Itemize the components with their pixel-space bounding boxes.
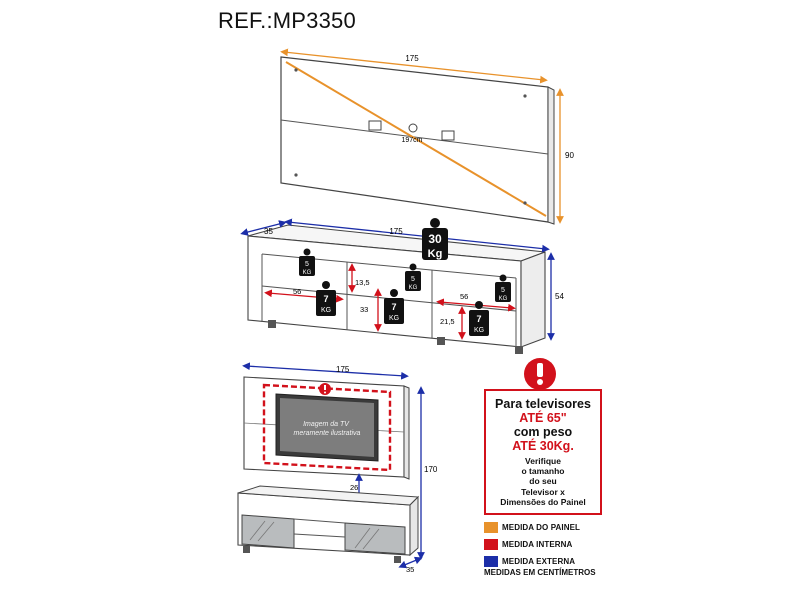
rack-width-arrow (284, 218, 550, 253)
warning-line-5: Verifique (525, 456, 561, 466)
wheel (437, 337, 445, 345)
wheel (394, 556, 401, 563)
svg-text:5: 5 (411, 276, 415, 283)
legend-item-external: MEDIDA EXTERNA (484, 554, 634, 569)
panel-diagonal-line (285, 61, 547, 217)
weight-tag-lower-left: 7 KG (316, 281, 336, 316)
internal-lower-height-label: 21,5 (440, 317, 455, 326)
weight-tag-upper-left: 5 KG (299, 248, 315, 276)
rack-depth-label: 35 (264, 227, 273, 236)
rack-height-label: 54 (555, 292, 564, 301)
rack-side (520, 251, 546, 348)
warning-line-8: Televisor x (521, 486, 565, 497)
svg-text:Kg: Kg (428, 248, 443, 260)
svg-text:KG: KG (474, 327, 484, 334)
outlet-icon (441, 130, 455, 141)
svg-text:7: 7 (323, 294, 328, 304)
legend-label: MEDIDA EXTERNA (502, 557, 576, 566)
weight-tag-upper-right: 5 KG (495, 274, 511, 302)
warning-line-9: Dimensões do Painel (500, 496, 586, 507)
glass-door-right (344, 522, 406, 555)
legend-swatch-orange (484, 522, 498, 533)
measurement-legend: MEDIDA DO PAINEL MEDIDA INTERNA MEDIDA E… (484, 520, 634, 571)
warning-icon (319, 383, 331, 395)
exclamation-icon (524, 358, 556, 390)
warning-line-3: com peso (513, 425, 573, 439)
svg-text:KG: KG (321, 307, 331, 314)
glass-door-left (241, 514, 295, 549)
weight-tag-top: 30 Kg (422, 218, 448, 260)
rack-drawing: 175 35 54 56 56 13,5 33 21,5 30 Kg 5 KG (240, 218, 564, 354)
svg-text:KG: KG (389, 315, 399, 322)
internal-right-width-label: 56 (460, 292, 468, 301)
front-width-label: 175 (336, 365, 350, 374)
svg-text:5: 5 (305, 261, 309, 268)
rack-width-label: 175 (389, 227, 403, 236)
svg-text:KG: KG (409, 285, 418, 291)
rack-depth-arrow (240, 220, 287, 236)
front-view-drawing: 175 Imagem da TV meramente ilustrativa 2… (237, 362, 438, 574)
internal-middle-height-label: 33 (360, 305, 368, 314)
svg-text:7: 7 (476, 314, 481, 324)
warning-line-4: ATÉ 30Kg. (512, 439, 574, 453)
legend-swatch-blue (484, 556, 498, 567)
legend-swatch-red (484, 539, 498, 550)
legend-label: MEDIDA INTERNA (502, 540, 573, 549)
wheel (268, 320, 276, 328)
panel-width-label: 175 (405, 54, 419, 63)
svg-text:5: 5 (501, 287, 505, 294)
outlet-icon (368, 120, 382, 131)
warning-line-6: o tamanho (521, 466, 565, 477)
legend-label: MEDIDA DO PAINEL (502, 523, 581, 532)
svg-text:KG: KG (303, 270, 312, 276)
panel-diagonal-label: 197cm (401, 137, 422, 144)
legend-item-panel: MEDIDA DO PAINEL (484, 520, 634, 535)
svg-text:30: 30 (428, 232, 442, 246)
internal-left-width-label: 56 (293, 287, 301, 296)
svg-text:7: 7 (391, 302, 396, 312)
warning-line-2: ATÉ 65" (519, 411, 567, 425)
warning-line-7: do seu (529, 476, 557, 487)
weight-tag-lower-right: 7 KG (469, 301, 489, 336)
panel-height-label: 90 (565, 151, 574, 160)
total-height-label: 170 (424, 465, 438, 474)
gap-label: 26 (350, 483, 358, 492)
panel-width-arrow (280, 48, 548, 84)
svg-text:KG: KG (499, 296, 508, 302)
wheel (243, 546, 250, 553)
front-depth-label: 35 (406, 565, 414, 574)
reference-code: REF.:MP3350 (218, 8, 356, 33)
panel-drawing: 175 90 197cm (280, 48, 574, 225)
front-depth-arrow (398, 556, 423, 569)
weight-tag-upper-middle: 5 KG (405, 263, 421, 291)
legend-item-internal: MEDIDA INTERNA (484, 537, 634, 552)
tv-illustration-note: Imagem da TV meramente ilustrativa (294, 421, 361, 437)
tv-screen-inner (280, 398, 374, 457)
weight-tag-lower-middle: 7 KG (384, 289, 404, 324)
tv-area-outline (262, 383, 392, 472)
tv-limit-warning-box: Para televisores ATÉ 65" com peso ATÉ 30… (484, 389, 602, 515)
cable-hole-icon (408, 123, 418, 133)
internal-upper-height-label: 13,5 (355, 278, 370, 287)
front-width-arrow (242, 362, 409, 380)
panel-side (547, 86, 555, 225)
warning-line-1: Para televisores (495, 397, 591, 411)
units-note: MEDIDAS EM CENTÍMETROS (484, 568, 596, 577)
wheel (515, 346, 523, 354)
